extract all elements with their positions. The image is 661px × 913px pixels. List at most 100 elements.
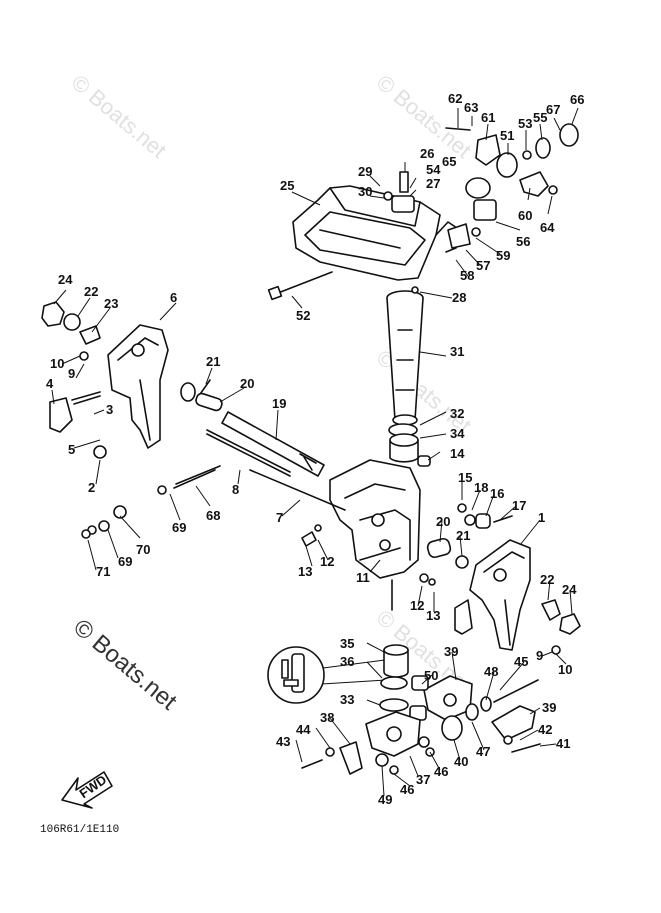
part-number-label: 58 bbox=[460, 268, 474, 283]
part-number-label: 60 bbox=[518, 208, 532, 223]
part-number-label: 18 bbox=[474, 480, 488, 495]
right-clamp-bracket-part bbox=[454, 539, 581, 655]
swivel-shaft-part bbox=[386, 286, 431, 467]
part-number-label: 30 bbox=[358, 184, 372, 199]
lower-left-assembly bbox=[301, 711, 435, 775]
part-number-label: 67 bbox=[546, 102, 560, 117]
part-number-label: 17 bbox=[512, 498, 526, 513]
part-number-label: 56 bbox=[516, 234, 530, 249]
watermark-text: © Boats.net bbox=[67, 70, 171, 163]
part-number-label: 59 bbox=[496, 248, 510, 263]
long-bolt-part bbox=[267, 271, 333, 301]
part-number-label: 24 bbox=[562, 582, 577, 597]
part-number-label: 36 bbox=[340, 654, 354, 669]
fwd-arrow-icon: FWD bbox=[61, 771, 113, 809]
part-number-label: 27 bbox=[426, 176, 440, 191]
swivel-bracket-part bbox=[329, 459, 421, 611]
part-number-label: 37 bbox=[416, 772, 430, 787]
part-number-label: 42 bbox=[538, 722, 552, 737]
part-number-label: 23 bbox=[104, 296, 118, 311]
part-number-label: 46 bbox=[400, 782, 414, 797]
part-number-label: 15 bbox=[458, 470, 472, 485]
part-number-label: 12 bbox=[320, 554, 334, 569]
drawing-code: 106R61/1E110 bbox=[40, 824, 119, 836]
part-number-label: 21 bbox=[206, 354, 220, 369]
part-number-label: 70 bbox=[136, 542, 150, 557]
part-number-label: 22 bbox=[84, 284, 98, 299]
part-number-label: 47 bbox=[476, 744, 490, 759]
part-number-label: 31 bbox=[450, 344, 464, 359]
part-number-label: 9 bbox=[68, 366, 75, 381]
part-number-label: 24 bbox=[58, 272, 73, 287]
part-number-label: 46 bbox=[434, 764, 448, 779]
part-number-label: 6 bbox=[170, 290, 177, 305]
part-number-label: 4 bbox=[46, 376, 54, 391]
left-clamp-bracket-part bbox=[49, 324, 169, 449]
part-number-label: 10 bbox=[50, 356, 64, 371]
part-number-label: 68 bbox=[206, 508, 220, 523]
inset-detail bbox=[267, 646, 386, 704]
lower-bushings bbox=[379, 644, 427, 721]
part-number-label: 19 bbox=[272, 396, 286, 411]
small-bolts-center bbox=[301, 524, 436, 586]
part-number-label: 14 bbox=[450, 446, 465, 461]
part-number-label: 49 bbox=[378, 792, 392, 807]
part-number-label: 55 bbox=[533, 110, 547, 125]
part-number-label: 51 bbox=[500, 128, 514, 143]
boats-net-watermark: © Boats.net bbox=[68, 614, 182, 716]
part-number-label: 16 bbox=[490, 486, 504, 501]
part-number-label: 71 bbox=[96, 564, 110, 579]
part-number-label: 35 bbox=[340, 636, 354, 651]
part-number-label: 41 bbox=[556, 736, 570, 751]
part-number-label: 40 bbox=[454, 754, 468, 769]
part-number-label: 29 bbox=[358, 164, 372, 179]
part-number-label: 44 bbox=[296, 722, 311, 737]
lower-right-assembly bbox=[411, 675, 541, 753]
part-number-label: 26 bbox=[420, 146, 434, 161]
part-number-label: 13 bbox=[426, 608, 440, 623]
part-number-label: 25 bbox=[280, 178, 294, 193]
part-number-label: 8 bbox=[232, 482, 239, 497]
part-number-label: 38 bbox=[320, 710, 334, 725]
part-number-label: 52 bbox=[296, 308, 310, 323]
part-number-label: 39 bbox=[542, 700, 556, 715]
part-number-label: 28 bbox=[452, 290, 466, 305]
part-number-label: 33 bbox=[340, 692, 354, 707]
part-number-label: 45 bbox=[514, 654, 528, 669]
part-number-label: 22 bbox=[540, 572, 554, 587]
part-number-label: 9 bbox=[536, 648, 543, 663]
part-number-label: 32 bbox=[450, 406, 464, 421]
part-number-label: 20 bbox=[436, 514, 450, 529]
part-number-label: 43 bbox=[276, 734, 290, 749]
part-number-label: 12 bbox=[410, 598, 424, 613]
part-number-label: 54 bbox=[426, 162, 441, 177]
part-number-label: 34 bbox=[450, 426, 465, 441]
part-number-label: 69 bbox=[118, 554, 132, 569]
steering-bracket-part bbox=[292, 185, 461, 281]
part-number-label: 62 bbox=[448, 91, 462, 106]
part-number-label: 10 bbox=[558, 662, 572, 677]
part-number-label: 66 bbox=[570, 92, 584, 107]
part-number-label: 63 bbox=[464, 100, 478, 115]
part-number-label: 64 bbox=[540, 220, 555, 235]
tilt-tube-part bbox=[157, 379, 346, 511]
part-number-label: 48 bbox=[484, 664, 498, 679]
part-number-label: 5 bbox=[68, 442, 75, 457]
part-number-label: 20 bbox=[240, 376, 254, 391]
part-number-label: 3 bbox=[106, 402, 113, 417]
part-number-label: 39 bbox=[444, 644, 458, 659]
bottom-left-bolts bbox=[81, 505, 127, 539]
part-number-labels: 62 63 61 51 53 55 67 66 26 29 54 65 27 3… bbox=[46, 91, 584, 807]
part-number-label: 21 bbox=[456, 528, 470, 543]
callout-leader-lines bbox=[51, 107, 579, 797]
part-number-label: 50 bbox=[424, 668, 438, 683]
part-number-label: 61 bbox=[481, 110, 495, 125]
part-number-label: 65 bbox=[442, 154, 456, 169]
right-mid-parts bbox=[426, 503, 513, 569]
part-number-label: 2 bbox=[88, 480, 95, 495]
part-number-label: 7 bbox=[276, 510, 283, 525]
part-number-label: 69 bbox=[172, 520, 186, 535]
part-number-label: 53 bbox=[518, 116, 532, 131]
part-number-label: 57 bbox=[476, 258, 490, 273]
